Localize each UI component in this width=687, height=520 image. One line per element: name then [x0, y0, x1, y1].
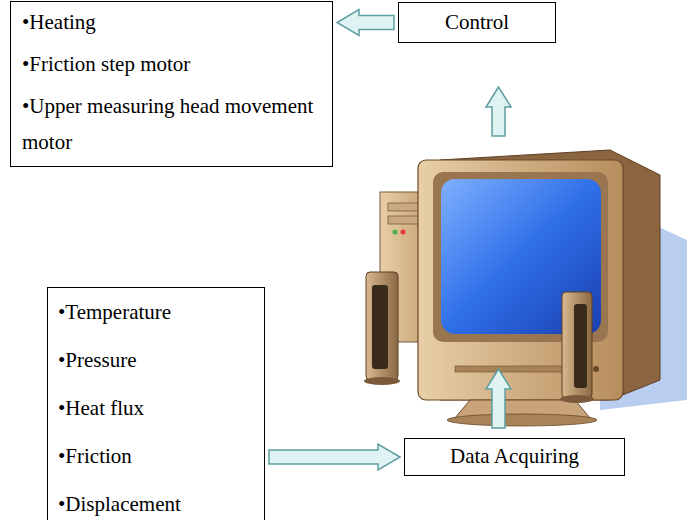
input-list-box: •Temperature•Pressure•Heat flux•Friction… [47, 287, 265, 520]
speaker [364, 272, 400, 385]
box-label: Data Acquiring [450, 444, 579, 469]
block-arrow [337, 10, 394, 36]
up-arrow [486, 369, 511, 428]
block-arrow [269, 444, 400, 470]
list-item: •Friction [58, 432, 258, 480]
up-arrow [486, 87, 511, 136]
list-item: •Pressure [58, 336, 258, 384]
list-item: •Heat flux [58, 384, 258, 432]
list-item: •Upper measuring head movement motor [22, 88, 324, 160]
list-item: •Friction step motor [22, 46, 324, 82]
data-acquiring-box: Data Acquiring [404, 438, 625, 476]
speaker [560, 292, 594, 403]
box-label: Control [445, 10, 509, 35]
crt-monitor [418, 150, 660, 426]
control-box: Control [398, 2, 556, 43]
list-item: •Temperature [58, 288, 258, 336]
output-list-box: •Heating •Friction step motor •Upper measu… [10, 1, 333, 167]
list-item: •Heating [22, 4, 324, 40]
list-item: •Displacement [58, 480, 258, 520]
